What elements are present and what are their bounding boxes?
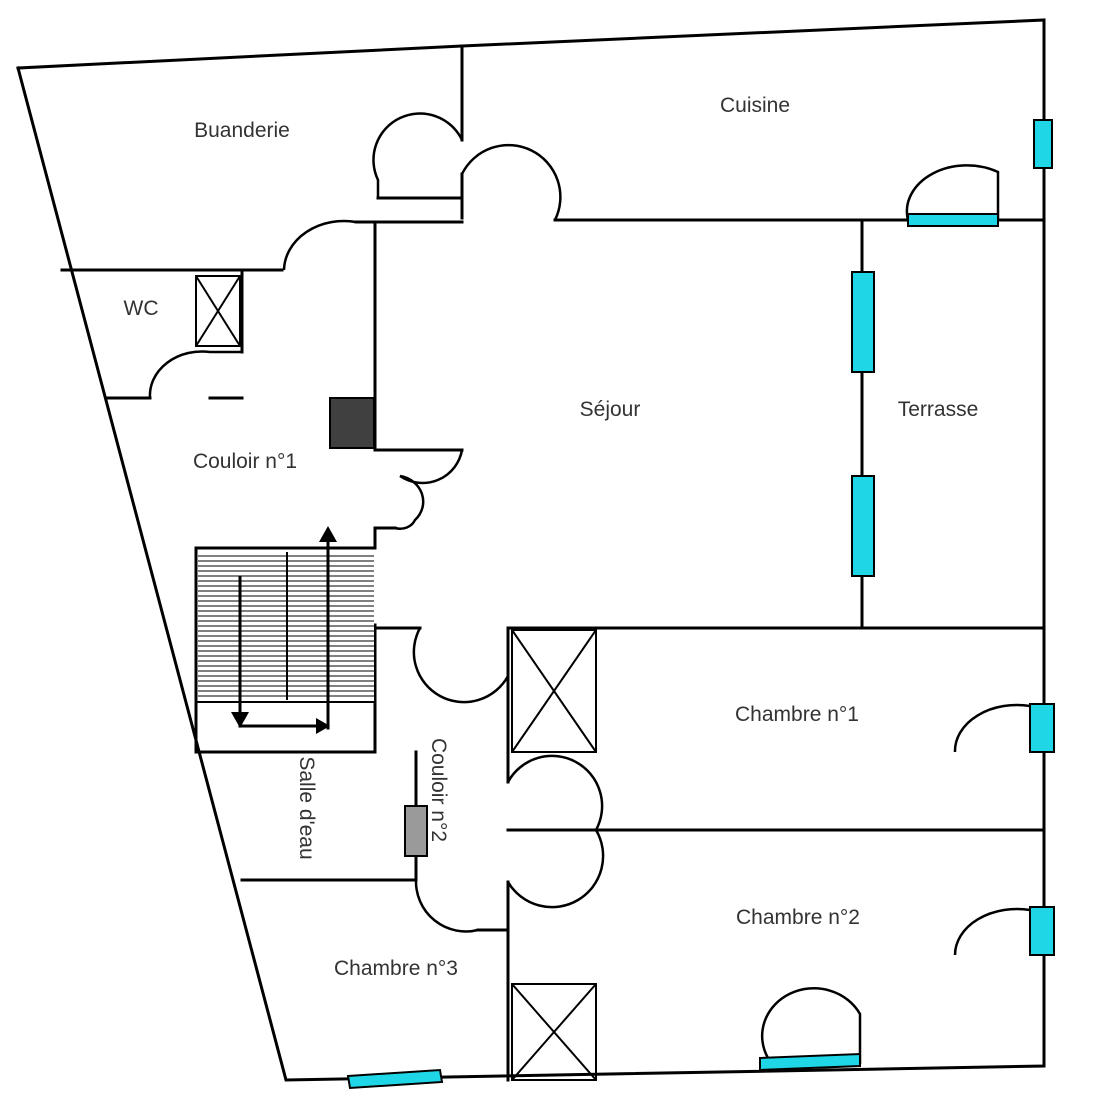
- window-cuisine-south: [907, 213, 999, 227]
- room-labels: Buanderie Cuisine WC Séjour Terrasse Cou…: [124, 94, 979, 980]
- window-terrasse-lower: [851, 475, 875, 577]
- label-sejour: Séjour: [580, 398, 641, 421]
- label-chambre2: Chambre n°2: [736, 906, 860, 929]
- radiator: [404, 805, 428, 857]
- label-salle-eau: Salle d'eau: [295, 756, 318, 859]
- outer-walls: [16, 18, 1046, 1082]
- label-couloir1: Couloir n°1: [193, 450, 297, 473]
- label-couloir2: Couloir n°2: [427, 738, 450, 842]
- label-chambre3: Chambre n°3: [334, 957, 458, 980]
- cupboards: [195, 275, 597, 1081]
- label-terrasse: Terrasse: [898, 398, 979, 421]
- pillar: [329, 397, 375, 449]
- label-buanderie: Buanderie: [194, 119, 290, 142]
- windows: [346, 119, 1055, 1090]
- label-cuisine: Cuisine: [720, 94, 790, 117]
- window-chambre2: [1029, 906, 1055, 956]
- window-terrasse-upper: [851, 271, 875, 373]
- window-chambre1: [1029, 703, 1055, 753]
- label-chambre1: Chambre n°1: [735, 703, 859, 726]
- doors: [148, 112, 1031, 1064]
- label-wc: WC: [124, 297, 159, 320]
- window-chambre2-south: [759, 1052, 861, 1072]
- staircase: [196, 526, 375, 734]
- window-cuisine-east: [1033, 119, 1053, 169]
- window-chambre3-south: [346, 1068, 444, 1090]
